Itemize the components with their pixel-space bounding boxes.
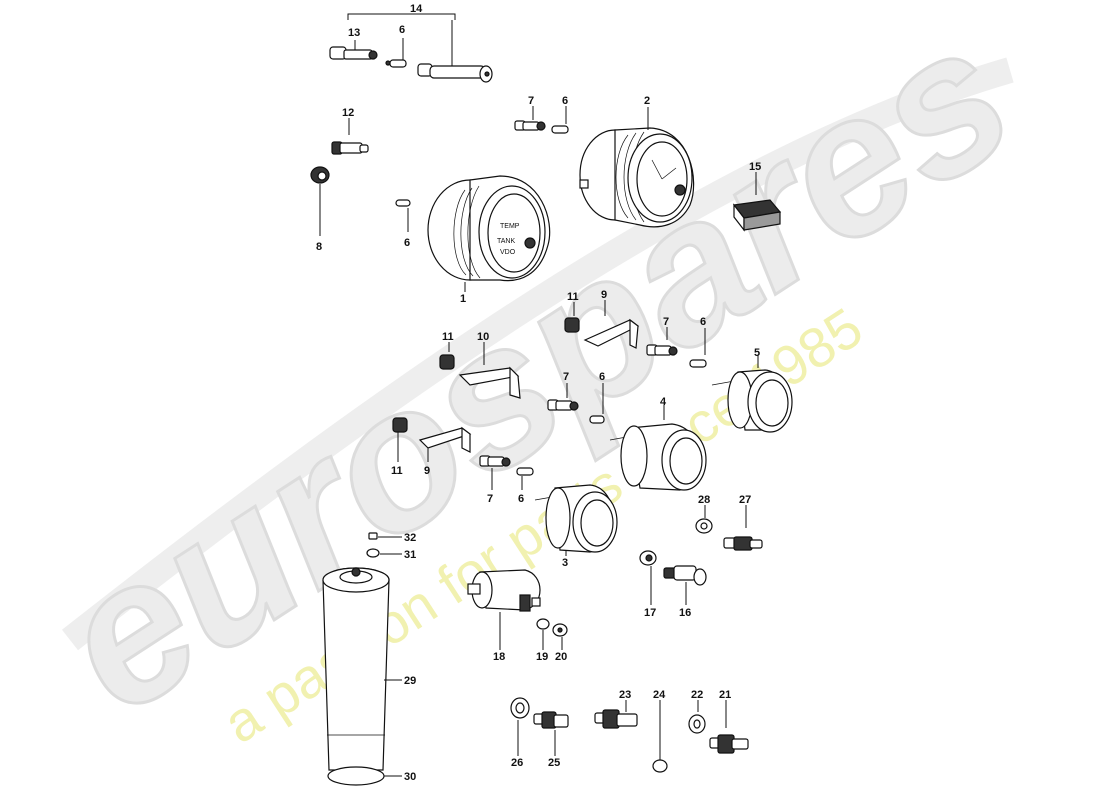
part-7-bulb-socket-mid[interactable] xyxy=(547,383,579,411)
part-26-washer[interactable] xyxy=(510,697,530,756)
part-18-sender-unit[interactable] xyxy=(467,569,541,650)
part-16-bulb-holder[interactable] xyxy=(663,565,707,605)
part-7-bulb-socket-lower[interactable] xyxy=(479,455,511,490)
callout-24[interactable]: 24 xyxy=(653,689,666,701)
callout-9-lower[interactable]: 9 xyxy=(424,465,430,477)
part-6-bulb-upper[interactable] xyxy=(689,328,707,368)
callout-26[interactable]: 26 xyxy=(511,757,523,769)
callout-11-lower[interactable]: 11 xyxy=(391,465,403,477)
part-22-washer[interactable] xyxy=(688,700,706,734)
callout-7-top[interactable]: 7 xyxy=(528,95,534,107)
callout-6-lower[interactable]: 6 xyxy=(518,493,524,505)
part-13-bulb-holder[interactable] xyxy=(329,46,378,60)
part-31-washer[interactable] xyxy=(366,548,402,558)
part-2-clock-gauge[interactable] xyxy=(579,107,695,228)
part-24-nut[interactable] xyxy=(652,700,668,773)
callout-23[interactable]: 23 xyxy=(619,689,631,701)
watermark-swoosh xyxy=(61,57,1014,651)
part-28-washer[interactable] xyxy=(695,505,713,534)
callout-7-mid[interactable]: 7 xyxy=(563,371,569,383)
callout-2[interactable]: 2 xyxy=(644,95,650,107)
callout-30[interactable]: 30 xyxy=(404,771,416,783)
part-12-bulb-socket[interactable] xyxy=(331,118,369,155)
part-7-bulb-socket-upper[interactable] xyxy=(646,327,678,356)
callout-14[interactable]: 14 xyxy=(410,3,423,15)
part-14-assembly[interactable] xyxy=(329,13,493,83)
callout-8[interactable]: 8 xyxy=(316,241,322,253)
gauge-1-temp-label: TEMP xyxy=(500,223,520,230)
part-23-sender[interactable] xyxy=(594,700,638,729)
callout-9-upper[interactable]: 9 xyxy=(601,289,607,301)
part-3-gauge[interactable] xyxy=(534,484,618,556)
callout-18[interactable]: 18 xyxy=(493,651,505,663)
callout-25[interactable]: 25 xyxy=(548,757,560,769)
callout-labels: 1 2 3 4 5 6 6 6 6 6 6 7 7 7 7 8 9 9 10 1… xyxy=(316,3,761,783)
callout-7-upper[interactable]: 7 xyxy=(663,316,669,328)
callout-13[interactable]: 13 xyxy=(348,27,360,39)
callout-3[interactable]: 3 xyxy=(562,557,568,569)
part-6-bulb-lower[interactable] xyxy=(516,467,534,490)
callout-17[interactable]: 17 xyxy=(644,607,656,619)
gauge-1-vdo-label: VDO xyxy=(500,249,516,256)
callout-27[interactable]: 27 xyxy=(739,494,751,506)
callout-31[interactable]: 31 xyxy=(404,549,416,561)
callout-29[interactable]: 29 xyxy=(404,675,416,687)
part-32-screw[interactable] xyxy=(368,532,402,540)
part-7-bulb-socket-top[interactable] xyxy=(514,106,546,131)
part-10-bracket[interactable] xyxy=(458,342,521,399)
part-15-switch-block[interactable] xyxy=(732,172,782,232)
part-1-combination-gauge[interactable]: TEMP TANK VDO xyxy=(427,175,551,292)
callout-6-left[interactable]: 6 xyxy=(404,237,410,249)
callout-15[interactable]: 15 xyxy=(749,161,761,173)
callout-5[interactable]: 5 xyxy=(754,347,760,359)
part-19-washer[interactable] xyxy=(536,618,550,650)
part-11-nut-mid[interactable] xyxy=(439,342,455,370)
part-29-fuel-sender-tube[interactable] xyxy=(322,567,402,771)
callout-20[interactable]: 20 xyxy=(555,651,567,663)
watermark-brand: eurospares xyxy=(22,0,1048,756)
callout-1[interactable]: 1 xyxy=(460,293,466,305)
callout-10[interactable]: 10 xyxy=(477,331,489,343)
callout-6-mid[interactable]: 6 xyxy=(599,371,605,383)
part-6-bulb-mid[interactable] xyxy=(589,383,605,424)
part-6-bulb-left[interactable] xyxy=(395,199,411,232)
callout-11-upper[interactable]: 11 xyxy=(567,291,579,303)
callout-12[interactable]: 12 xyxy=(342,107,354,119)
part-27-sender[interactable] xyxy=(723,505,763,551)
callout-11-mid[interactable]: 11 xyxy=(442,331,454,343)
part-6-bulb[interactable] xyxy=(385,59,407,68)
part-4-gauge[interactable] xyxy=(609,405,707,491)
part-8-grommet[interactable] xyxy=(310,166,330,236)
callout-6-upper[interactable]: 6 xyxy=(700,316,706,328)
part-9-bracket-upper[interactable] xyxy=(583,300,640,349)
watermark: eurospares a passion for parts since 198… xyxy=(20,0,1049,758)
callout-4[interactable]: 4 xyxy=(660,396,667,408)
callout-6-top-right[interactable]: 6 xyxy=(562,95,568,107)
part-11-nut-lower[interactable] xyxy=(392,417,408,462)
callout-22[interactable]: 22 xyxy=(691,689,703,701)
part-5-small-gauge[interactable] xyxy=(711,355,793,433)
callout-32[interactable]: 32 xyxy=(404,532,416,544)
callout-6-top-left[interactable]: 6 xyxy=(399,24,405,36)
part-9-bracket-lower[interactable] xyxy=(418,426,472,462)
part-11-nut-upper[interactable] xyxy=(564,302,580,333)
callout-28[interactable]: 28 xyxy=(698,494,710,506)
callout-16[interactable]: 16 xyxy=(679,607,691,619)
part-17-grommet[interactable] xyxy=(639,550,657,605)
callout-21[interactable]: 21 xyxy=(719,689,731,701)
part-6-bulb-top[interactable] xyxy=(551,106,569,134)
part-25-temp-sender[interactable] xyxy=(533,711,569,756)
gauge-1-tank-label: TANK xyxy=(497,238,515,245)
callout-7-lower[interactable]: 7 xyxy=(487,493,493,505)
callout-19[interactable]: 19 xyxy=(536,651,548,663)
part-30-gasket[interactable] xyxy=(327,766,402,786)
part-14-housing[interactable] xyxy=(417,63,493,83)
part-21-sender[interactable] xyxy=(709,700,749,754)
part-20-nut[interactable] xyxy=(552,623,568,650)
